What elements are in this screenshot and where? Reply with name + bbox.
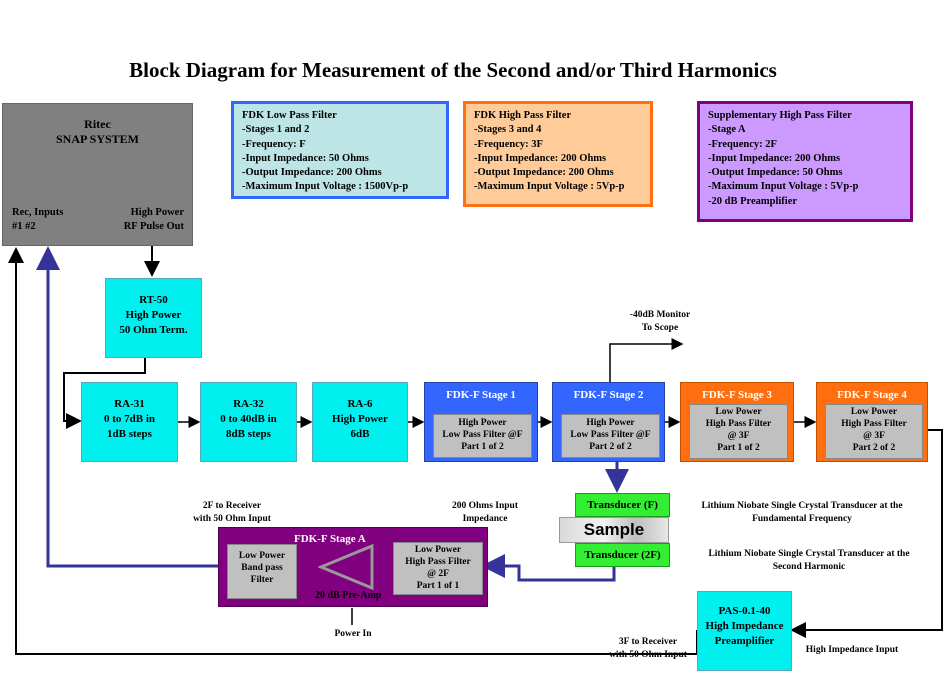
transducer-2f: Transducer (2F): [575, 543, 670, 567]
stageA-preamp-label: 20 dB Pre-Amp: [315, 590, 382, 601]
note-niobate-f: Lithium Niobate Single Crystal Transduce…: [701, 501, 903, 524]
line-s4-to-pas: [790, 429, 943, 638]
info-hpf: FDK High Pass Filter -Stages 3 and 4 -Fr…: [463, 101, 653, 207]
stage1-inner: High Power Low Pass Filter @F Part 1 of …: [433, 414, 532, 458]
stageA-block: FDK-F Stage A Low Power Band pass Filter…: [218, 527, 488, 607]
line-monitor: [609, 338, 684, 382]
ra31-block: RA-31 0 to 7dB in 1dB steps: [81, 382, 178, 462]
info-lpf: FDK Low Pass Filter -Stages 1 and 2 -Fre…: [231, 101, 449, 199]
ra32-block: RA-32 0 to 40dB in 8dB steps: [200, 382, 297, 462]
stage1-title: FDK-F Stage 1: [446, 389, 516, 401]
snap-inputs-label: Rec, Inputs #1 #2: [12, 207, 64, 232]
rt50-block: RT-50 High Power 50 Ohm Term.: [105, 278, 202, 358]
snap-output-label: High Power RF Pulse Out: [123, 207, 184, 232]
stageA-title: FDK-F Stage A: [294, 533, 366, 545]
note-niobate-2f: Lithium Niobate Single Crystal Transduce…: [708, 549, 910, 572]
transducer-f: Transducer (F): [575, 493, 670, 517]
stageA-bandpass: Low Power Band pass Filter: [227, 544, 297, 599]
ra6-block: RA-6 High Power 6dB: [312, 382, 408, 462]
note-imp200: 200 Ohms Input Impedance: [452, 501, 518, 524]
stageA-hpf: Low Power High Pass Filter @ 2F Part 1 o…: [393, 542, 483, 595]
stage3-inner: Low Power High Pass Filter @ 3F Part 1 o…: [689, 404, 788, 459]
note-rx2f: 2F to Receiver with 50 Ohm Input: [193, 501, 271, 524]
stage4-inner: Low Power High Pass Filter @ 3F Part 2 o…: [825, 404, 923, 459]
pas-block: PAS-0.1-40 High Impedance Preamplifier: [697, 591, 792, 671]
stage2-inner: High Power Low Pass Filter @F Part 2 of …: [561, 414, 660, 458]
line-transducer-to-sa: [481, 554, 616, 582]
note-rx3f: 3F to Receiver with 50 Ohm Input: [609, 637, 687, 660]
stage3-title: FDK-F Stage 3: [702, 389, 772, 401]
stage2-title: FDK-F Stage 2: [573, 389, 644, 401]
snap-heading: Ritec SNAP SYSTEM: [55, 117, 140, 146]
stage2-block: FDK-F Stage 2 High Power Low Pass Filter…: [552, 382, 665, 462]
preamp-triangle-icon: [318, 544, 374, 590]
sample-block: Sample: [559, 517, 669, 543]
note-power-in: Power In: [334, 629, 372, 639]
line-sa-to-snap: [36, 246, 218, 568]
snap-system-block: Ritec SNAP SYSTEM Rec, Inputs #1 #2 High…: [2, 103, 193, 246]
stage4-title: FDK-F Stage 4: [837, 389, 907, 401]
line-rt50-to-ra31: [63, 358, 146, 429]
info-supp: Supplementary High Pass Filter -Stage A …: [697, 101, 913, 222]
note-monitor: -40dB Monitor To Scope: [629, 310, 691, 333]
stage4-block: FDK-F Stage 4 Low Power High Pass Filter…: [816, 382, 928, 462]
diagram-title: Block Diagram for Measurement of the Sec…: [129, 58, 777, 82]
stage3-block: FDK-F Stage 3 Low Power High Pass Filter…: [680, 382, 794, 462]
stage1-block: FDK-F Stage 1 High Power Low Pass Filter…: [424, 382, 538, 462]
note-hi-imp: High Impedance Input: [805, 645, 899, 655]
